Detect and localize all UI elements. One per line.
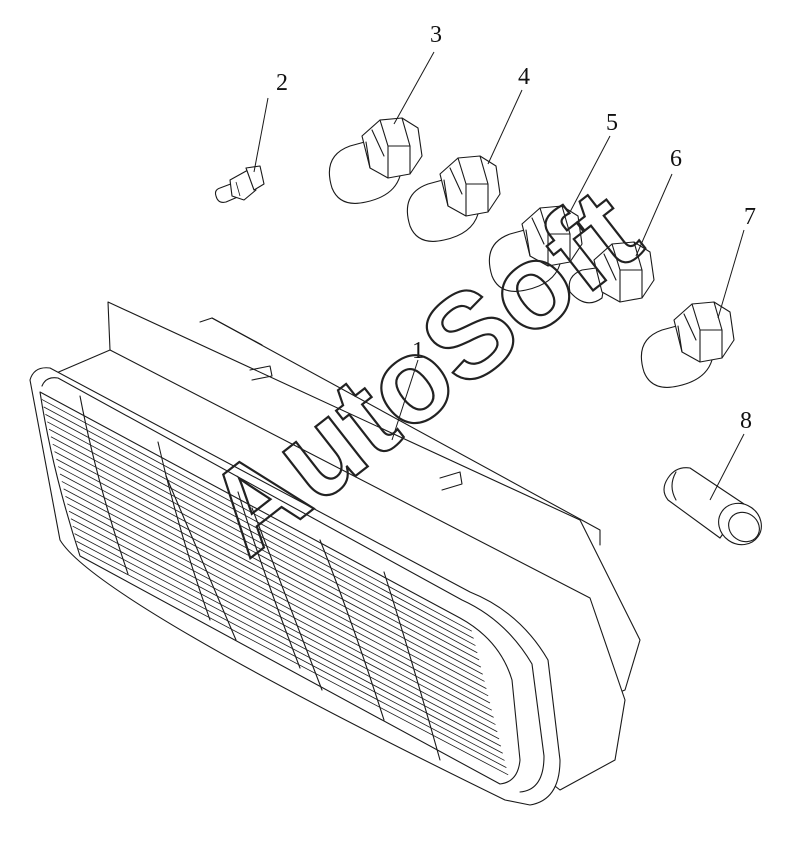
- lens-rib: [76, 540, 507, 768]
- lens-ribs: [41, 399, 509, 776]
- socket-bulb-7: [640, 301, 735, 388]
- lens-rib: [65, 496, 496, 725]
- callout-4: 4: [518, 64, 530, 90]
- lens-rib: [45, 414, 476, 646]
- lens-rib: [50, 436, 482, 668]
- lens-rib: [47, 421, 478, 654]
- callout-8: 8: [740, 408, 752, 434]
- lens-rib: [67, 503, 498, 733]
- socket-bulb-5: [488, 205, 583, 292]
- callout-7: 7: [744, 204, 756, 230]
- callout-6: 6: [670, 146, 682, 172]
- callout-2: 2: [276, 70, 288, 96]
- callout-3: 3: [430, 22, 442, 48]
- lens-rib: [57, 466, 489, 697]
- lens-rib: [61, 481, 493, 711]
- wedge-bulb-small: [214, 165, 265, 203]
- lens-rib: [48, 428, 480, 661]
- callout-5: 5: [606, 110, 618, 136]
- capsule-bulb: [663, 467, 762, 546]
- callout-1: 1: [412, 338, 424, 364]
- socket-6: [568, 241, 655, 304]
- lens-rib: [43, 406, 474, 639]
- lens-rib: [68, 510, 500, 740]
- lens-rib: [77, 548, 509, 776]
- lens-rib: [56, 458, 487, 689]
- callout-numbers: 1 2 3 4 5 6 7 8: [276, 22, 756, 434]
- leader-lines: [253, 51, 745, 501]
- lamp-housing: [29, 301, 641, 806]
- lens-rib: [41, 399, 473, 632]
- lens-rib: [54, 451, 485, 682]
- lens-rib: [74, 533, 505, 761]
- lens-rib: [63, 488, 494, 718]
- lens-rib: [59, 473, 491, 704]
- lens-rib: [52, 443, 483, 675]
- lens-rib: [70, 518, 502, 747]
- socket-bulb-3: [328, 117, 423, 204]
- lens-rib: [72, 525, 503, 754]
- socket-bulb-4: [406, 155, 501, 242]
